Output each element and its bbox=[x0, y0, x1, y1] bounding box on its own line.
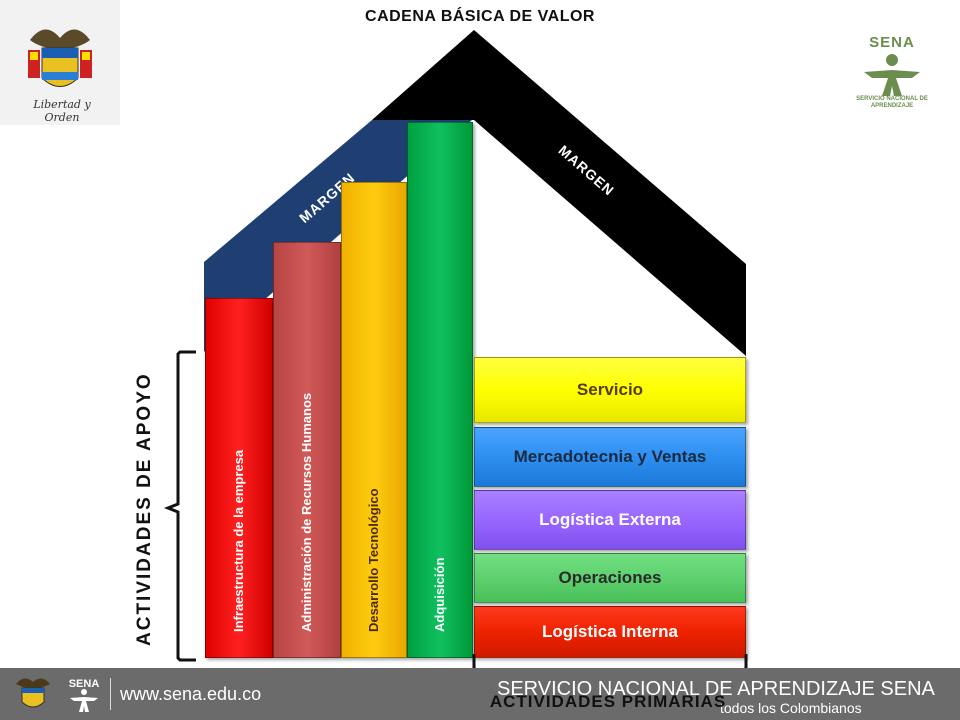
sena-logo-caption: SERVICIO NACIONAL DE APRENDIZAJE bbox=[856, 96, 928, 109]
sena-person-icon bbox=[864, 54, 920, 96]
primary-operaciones: Operaciones bbox=[474, 553, 746, 603]
support-tecnologico: Desarrollo Tecnológico bbox=[341, 182, 407, 658]
support-adquisicion: Adquisición bbox=[407, 122, 473, 658]
primarias-label: ACTIVIDADES PRIMARIAS bbox=[489, 692, 727, 711]
support-infraestructura: Infraestructura de la empresa bbox=[205, 298, 273, 658]
diagram-title: CADENA BÁSICA DE VALOR bbox=[365, 8, 595, 25]
footer-sena-person-icon bbox=[70, 689, 98, 712]
apoyo-label: ACTIVIDADES DE APOYO bbox=[134, 372, 155, 646]
escudo-logo: Libertad y Orden bbox=[0, 0, 120, 125]
apoyo-bracket bbox=[163, 350, 196, 662]
footer-url-link[interactable]: www.sena.edu.co bbox=[120, 684, 262, 704]
sena-logo-word: SENA bbox=[869, 34, 915, 51]
escudo-caption: Libertad y Orden bbox=[33, 98, 91, 124]
primary-logistica-externa: Logística Externa bbox=[474, 490, 746, 550]
footer-bar: SENA www.sena.edu.co SERVICIO NACIONAL D… bbox=[0, 668, 960, 720]
roof-left bbox=[204, 120, 472, 352]
coat-of-arms-icon bbox=[28, 29, 92, 87]
footer-separator bbox=[110, 678, 111, 710]
primary-servicio: Servicio bbox=[474, 357, 746, 423]
sena-logo: SENA SERVICIO NACIONAL DE APRENDIZAJE bbox=[852, 34, 932, 124]
primary-logistica-interna: Logística Interna bbox=[474, 606, 746, 658]
footer-coat-of-arms-icon bbox=[16, 678, 50, 708]
support-recursos-humanos: Administración de Recursos Humanos bbox=[273, 242, 341, 658]
footer-title: SERVICIO NACIONAL DE APRENDIZAJE SENA bbox=[497, 678, 935, 700]
roof-right bbox=[372, 30, 746, 356]
footer-subtitle: todos los Colombianos bbox=[720, 700, 862, 716]
primary-mercadotecnia: Mercadotecnia y Ventas bbox=[474, 427, 746, 487]
footer-sena-word: SENA bbox=[68, 678, 100, 690]
